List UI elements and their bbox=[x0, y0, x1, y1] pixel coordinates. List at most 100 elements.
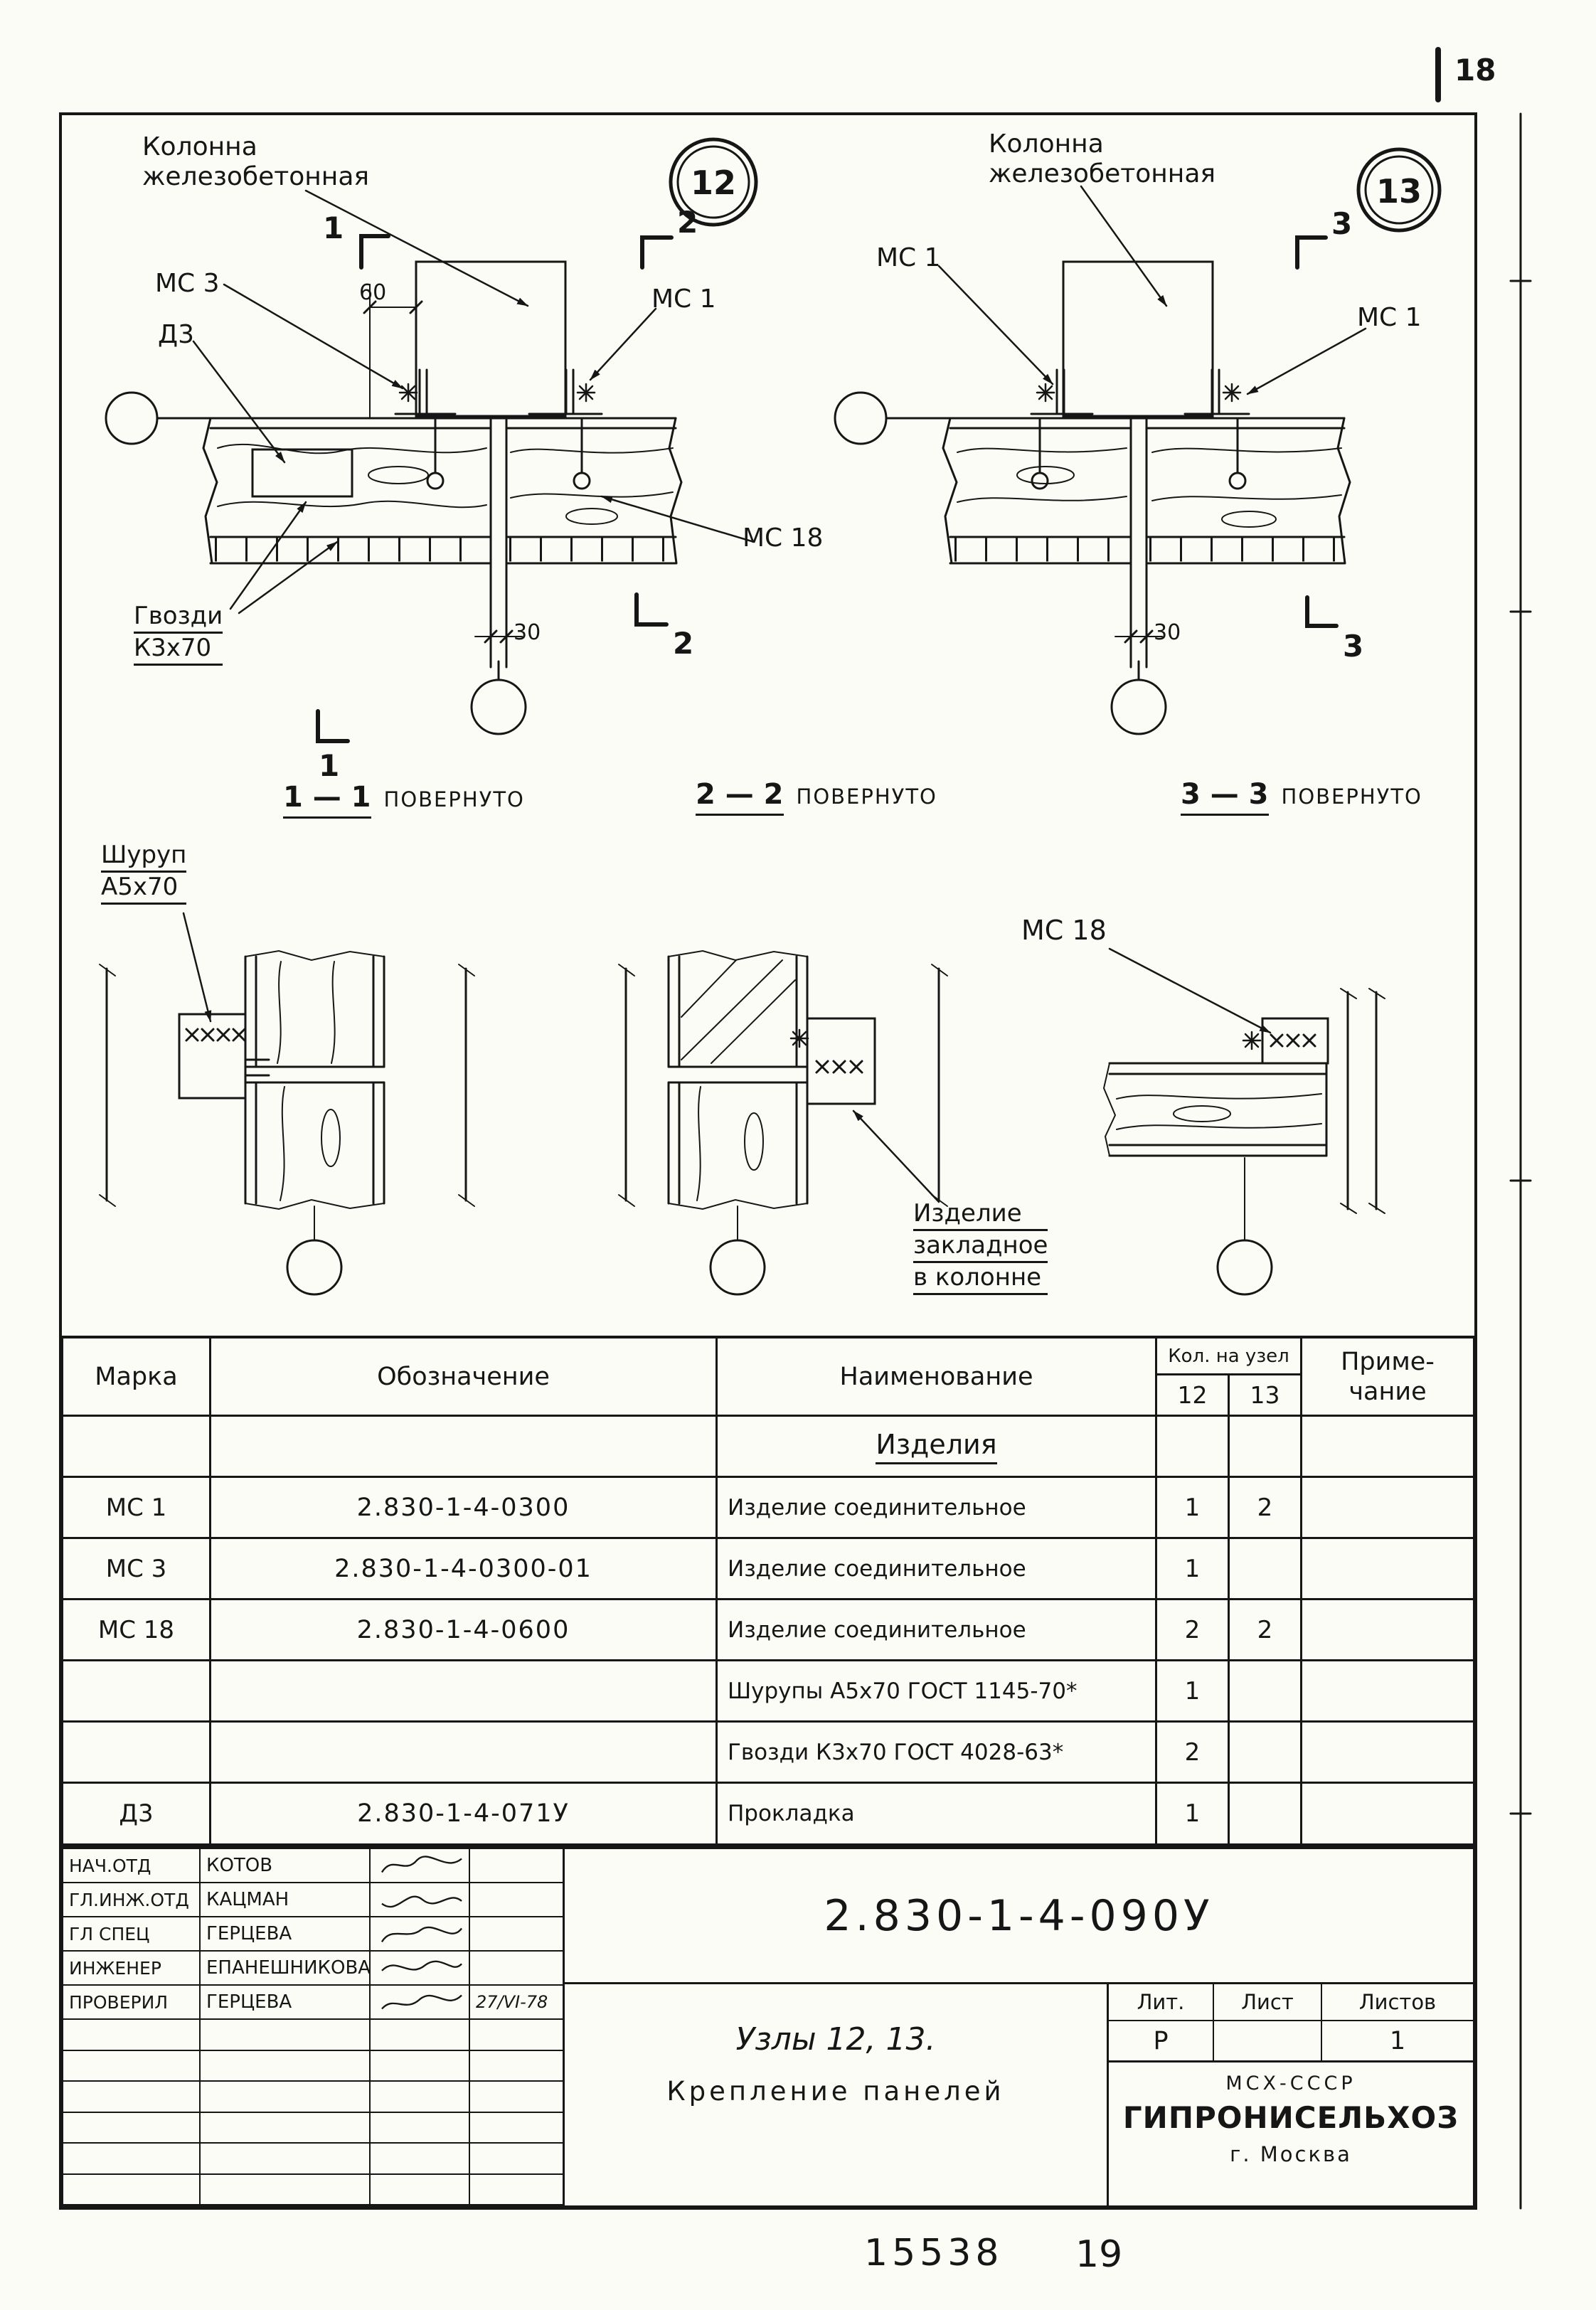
stamp-empty-cell bbox=[63, 2144, 201, 2175]
stamp-date bbox=[470, 1952, 563, 1986]
lit-value-row: Р 1 bbox=[1109, 2021, 1473, 2062]
node12-cut1-bottom: 1 bbox=[319, 748, 340, 783]
cell-kol-12: 1 bbox=[1157, 1661, 1230, 1723]
signature bbox=[371, 1849, 470, 1883]
cell-primechanie bbox=[1302, 1784, 1473, 1843]
cell-kol-12: 1 bbox=[1157, 1478, 1230, 1539]
stamp-role: ИНЖЕНЕР bbox=[63, 1952, 201, 1986]
node13-drawing bbox=[834, 147, 1442, 735]
cell-naimenovanie: Прокладка bbox=[718, 1784, 1157, 1843]
stamp-empty-cell bbox=[371, 2050, 470, 2082]
stamp-empty-cell bbox=[63, 2112, 201, 2144]
cell-kol-13 bbox=[1230, 1723, 1302, 1784]
signature bbox=[371, 1986, 470, 2020]
stamp-empty-cell bbox=[470, 2082, 563, 2113]
signature-table: НАЧ.ОТД КОТОВ ГЛ.ИНЖ.ОТД КАЦМАН ГЛ СПЕЦ … bbox=[63, 1849, 565, 2205]
cell-primechanie bbox=[1302, 1539, 1473, 1600]
stamp-role: ПРОВЕРИЛ bbox=[63, 1986, 201, 2020]
cell-marka bbox=[63, 1661, 211, 1723]
title-block: НАЧ.ОТД КОТОВ ГЛ.ИНЖ.ОТД КАЦМАН ГЛ СПЕЦ … bbox=[60, 1846, 1476, 2208]
stamp-empty-cell bbox=[371, 2020, 470, 2051]
stamp-empty-cell bbox=[201, 2174, 371, 2205]
stamp-date bbox=[470, 1917, 563, 1952]
cell-empty bbox=[63, 1417, 211, 1478]
cell-oboznachenie: 2.830-1-4-0300-01 bbox=[211, 1539, 718, 1600]
node12-cut2-bottom: 2 bbox=[673, 626, 694, 661]
stamp-date bbox=[470, 1849, 563, 1883]
stamp-name: КОТОВ bbox=[201, 1849, 371, 1883]
stamp-empty-cell bbox=[201, 2050, 371, 2082]
drawing-title: Узлы 12, 13. Крепление панелей bbox=[565, 1984, 1109, 2205]
stamp-name: ГЕРЦЕВА bbox=[201, 1917, 371, 1952]
node12-dim-60: 60 bbox=[359, 280, 387, 305]
node12-d3-label: Д3 bbox=[158, 320, 195, 349]
stamp-name: КАЦМАН bbox=[201, 1883, 371, 1917]
node13-bubble: 13 bbox=[1376, 172, 1422, 211]
signature bbox=[371, 1917, 470, 1952]
stamp-empty-cell bbox=[201, 2112, 371, 2144]
lit-header-row: Лит. Лист Листов bbox=[1109, 1984, 1473, 2021]
cell-naimenovanie: Изделие соединительное bbox=[718, 1478, 1157, 1539]
stamp-empty-cell bbox=[371, 2174, 470, 2205]
stamp-role: ГЛ СПЕЦ bbox=[63, 1917, 201, 1952]
signature bbox=[371, 1952, 470, 1986]
inventory-number: 15538 bbox=[864, 2232, 1004, 2274]
value-lit: Р bbox=[1109, 2021, 1214, 2062]
cell-empty bbox=[1302, 1417, 1473, 1478]
cell-empty bbox=[1230, 1417, 1302, 1478]
cell-kol-13: 2 bbox=[1230, 1600, 1302, 1661]
cell-kol-12: 2 bbox=[1157, 1723, 1230, 1784]
header-kol-na-uzel: Кол. на узел 12 13 bbox=[1157, 1338, 1302, 1417]
section-2-2-drawing bbox=[618, 949, 948, 1296]
header-oboznachenie: Обозначение bbox=[211, 1338, 718, 1417]
stamp-empty-cell bbox=[63, 2082, 201, 2113]
stamp-empty-cell bbox=[63, 2050, 201, 2082]
node13-cut3-bottom: 3 bbox=[1343, 629, 1364, 664]
cell-primechanie bbox=[1302, 1723, 1473, 1784]
cell-oboznachenie bbox=[211, 1661, 718, 1723]
stamp-role: НАЧ.ОТД bbox=[63, 1849, 201, 1883]
stamp-name: ГЕРЦЕВА bbox=[201, 1986, 371, 2020]
drawing-title-line2: Крепление панелей bbox=[666, 2076, 1005, 2107]
cell-kol-13: 2 bbox=[1230, 1478, 1302, 1539]
stamp-date bbox=[470, 1883, 563, 1917]
cell-oboznachenie: 2.830-1-4-0300 bbox=[211, 1478, 718, 1539]
cell-marka: МС 3 bbox=[63, 1539, 211, 1600]
org-institute: ГИПРОНИСЕЛЬХОЗ bbox=[1122, 2100, 1459, 2135]
section-1-1-drawing bbox=[99, 912, 475, 1296]
cell-kol-13 bbox=[1230, 1539, 1302, 1600]
cell-oboznachenie: 2.830-1-4-071У bbox=[211, 1784, 718, 1843]
cell-primechanie bbox=[1302, 1661, 1473, 1723]
stamp-date: 27/VI-78 bbox=[470, 1986, 563, 2020]
cell-marka: Д3 bbox=[63, 1784, 211, 1843]
stamp-empty-cell bbox=[470, 2175, 563, 2205]
stamp-empty-cell bbox=[470, 2113, 563, 2144]
header-lit: Лит. bbox=[1109, 1984, 1214, 2021]
node12-drawing bbox=[105, 137, 758, 743]
cell-kol-13 bbox=[1230, 1784, 1302, 1843]
cell-kol-12: 1 bbox=[1157, 1784, 1230, 1843]
node12-bubble: 12 bbox=[690, 164, 736, 202]
node12-cut1-top: 1 bbox=[323, 211, 344, 245]
node13-mc1-left-label: МС 1 bbox=[876, 243, 941, 272]
stamp-empty-cell bbox=[470, 2051, 563, 2082]
cell-kol-13 bbox=[1230, 1661, 1302, 1723]
cell-primechanie bbox=[1302, 1478, 1473, 1539]
stamp-name: ЕПАНЕШНИКОВА bbox=[201, 1952, 371, 1986]
cell-oboznachenie: 2.830-1-4-0600 bbox=[211, 1600, 718, 1661]
cell-naimenovanie: Шурупы А5х70 ГОСТ 1145-70* bbox=[718, 1661, 1157, 1723]
stamp-empty-cell bbox=[201, 2020, 371, 2051]
cell-naimenovanie: Гвозди К3х70 ГОСТ 4028-63* bbox=[718, 1723, 1157, 1784]
header-marka: Марка bbox=[63, 1338, 211, 1417]
document-number: 2.830-1-4-090У bbox=[565, 1849, 1473, 1984]
cell-marka: МС 1 bbox=[63, 1478, 211, 1539]
stamp-empty-cell bbox=[201, 2144, 371, 2175]
value-listov: 1 bbox=[1322, 2021, 1473, 2062]
